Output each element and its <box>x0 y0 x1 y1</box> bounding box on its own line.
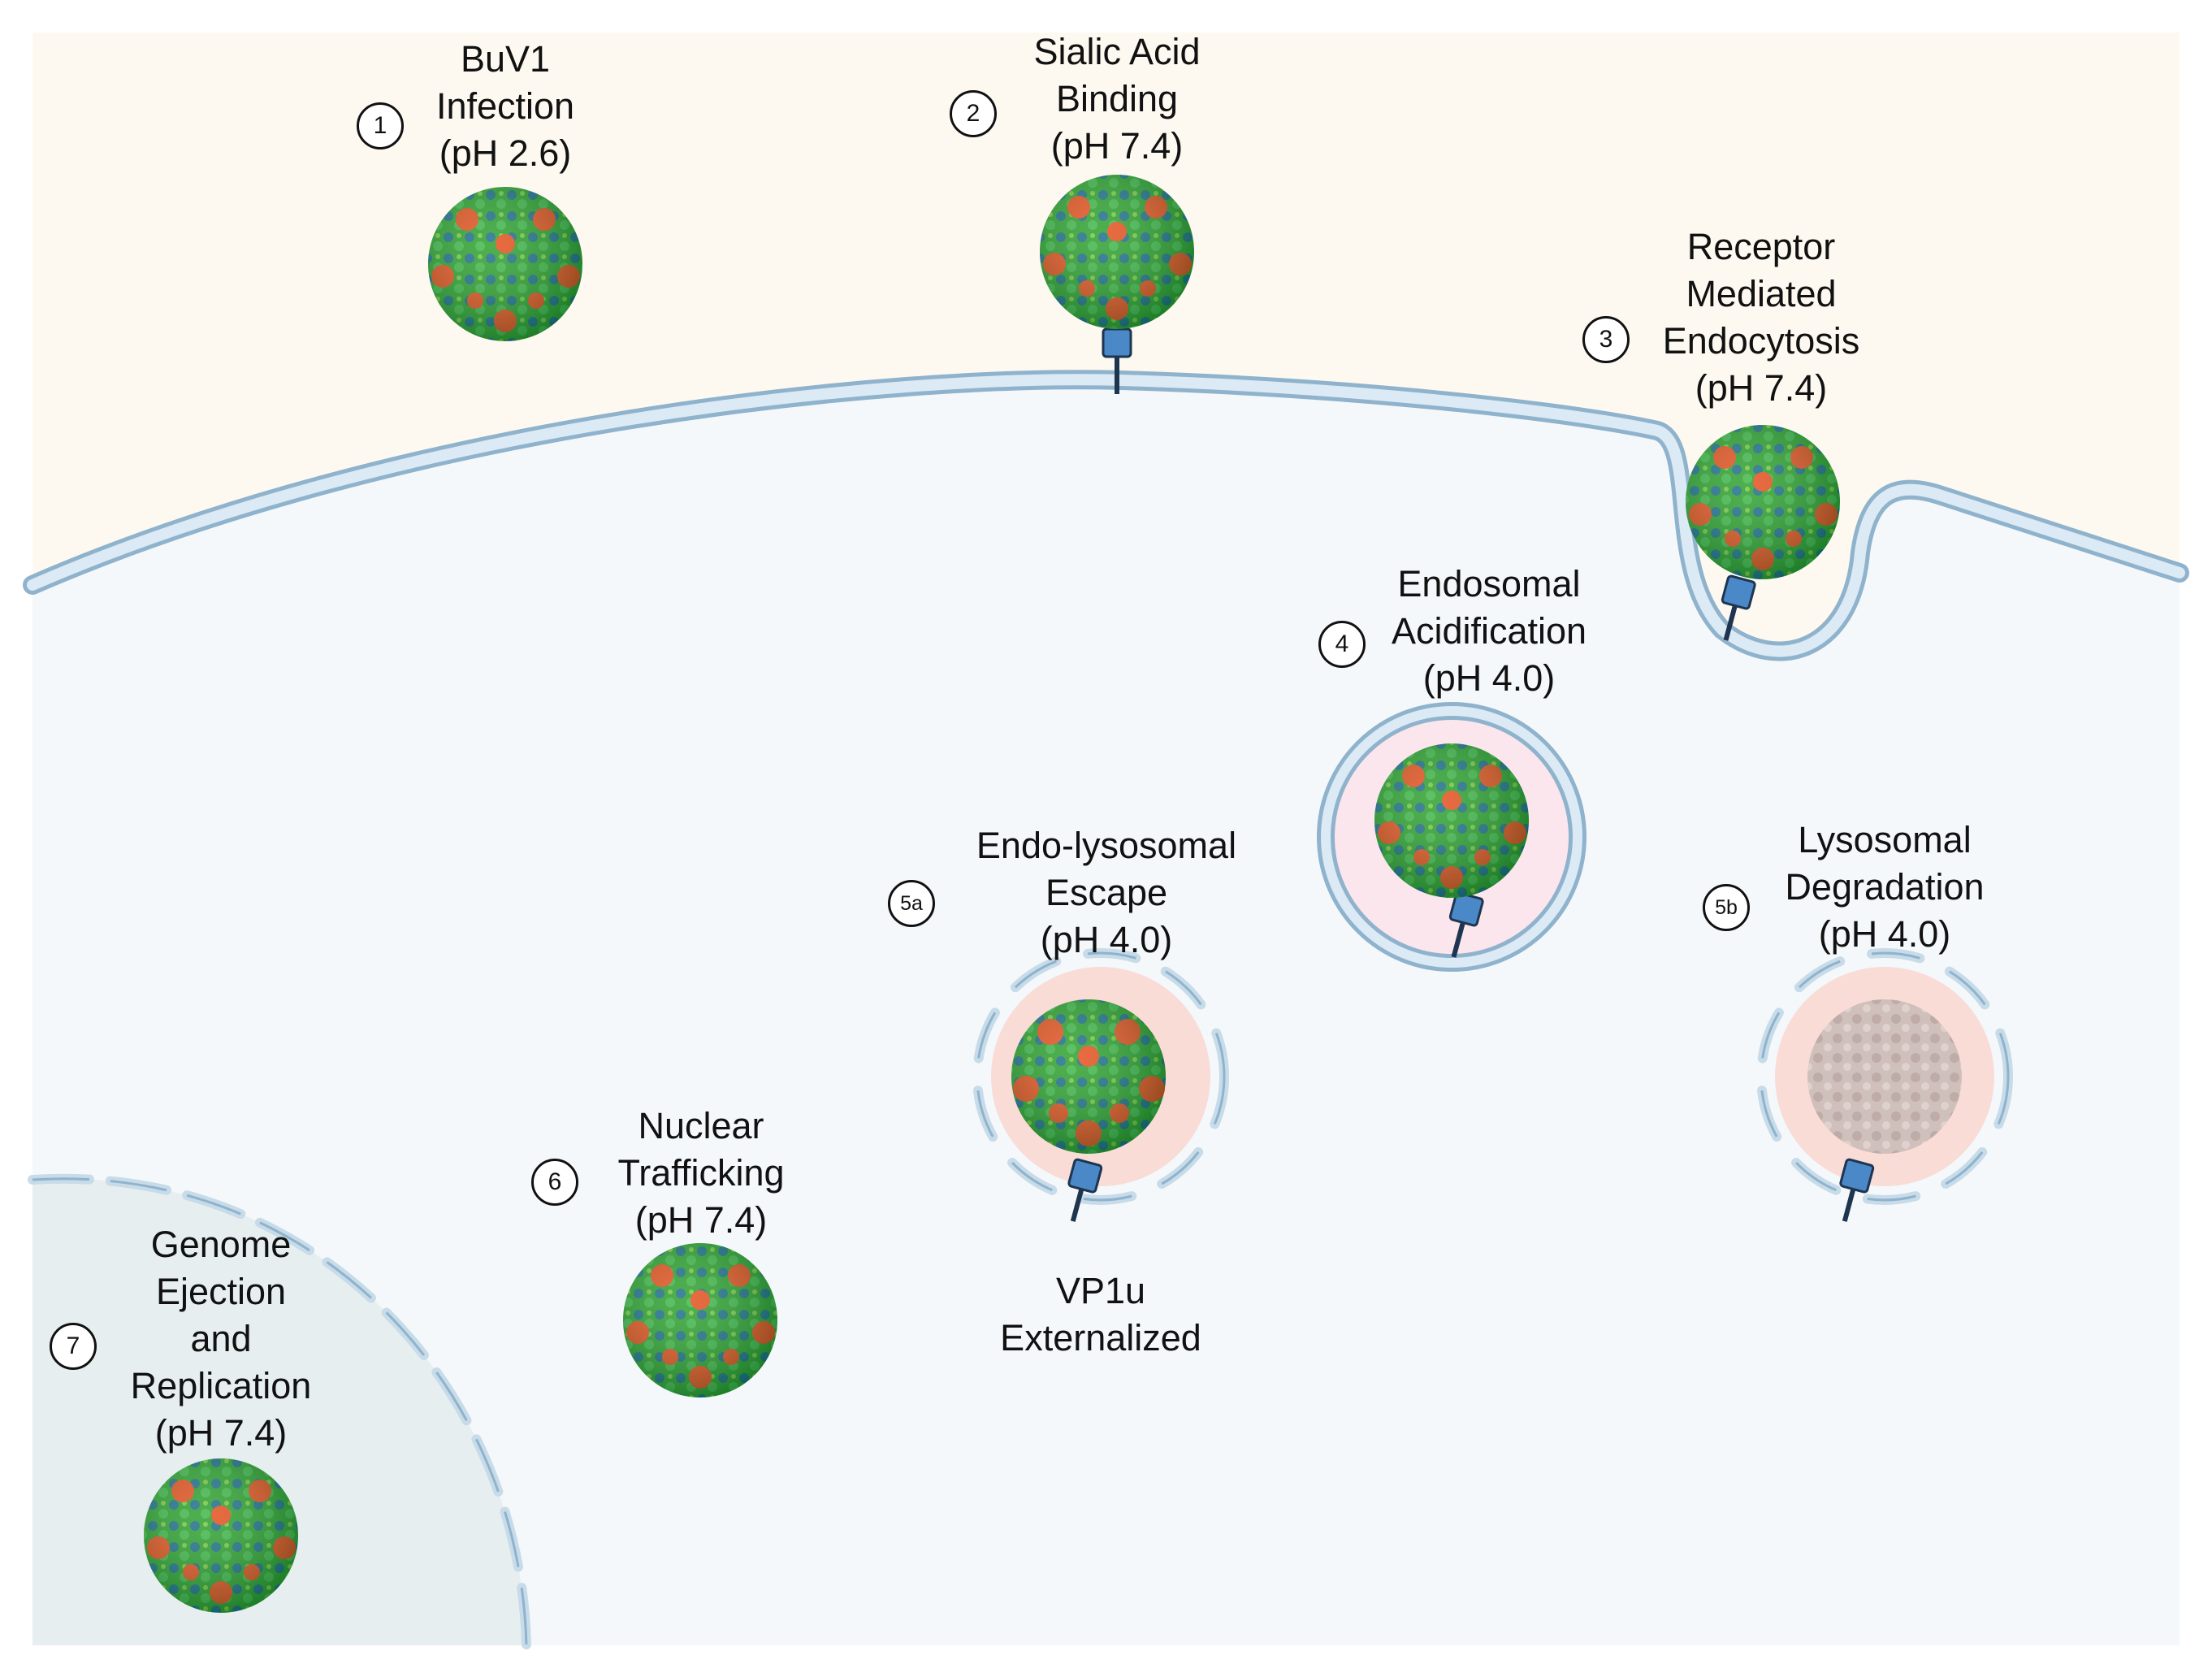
step5b-line-3: (pH 4.0) <box>1818 913 1951 955</box>
lysosome-broken-membrane-edge <box>1760 951 2010 1202</box>
receptor-step4 <box>1448 891 1484 958</box>
capsid-step2 <box>1040 175 1194 329</box>
capsid-step7 <box>144 1458 298 1613</box>
vp1u-line-2: Externalized <box>1000 1317 1201 1358</box>
step4-label: Endosomal Acidification (pH 4.0) <box>1392 561 1586 702</box>
step7-line-1: Genome <box>150 1224 292 1265</box>
step5a-line-2: Escape <box>1045 872 1168 913</box>
step1-label: BuV1 Infection (pH 2.6) <box>436 36 574 177</box>
step7-line-5: (pH 7.4) <box>154 1412 288 1454</box>
step1-number: 1 <box>357 102 404 150</box>
step5b-number: 5b <box>1703 884 1750 931</box>
step2-label: Sialic Acid Binding (pH 7.4) <box>1033 28 1200 170</box>
step2-line-2: Binding <box>1055 78 1179 119</box>
capsid-step4 <box>1374 743 1529 898</box>
step6-label: Nuclear Trafficking (pH 7.4) <box>617 1103 784 1244</box>
step4-line-3: (pH 4.0) <box>1422 657 1556 699</box>
receptor-step5b <box>1839 1158 1875 1222</box>
step1-line-3: (pH 2.6) <box>439 132 572 174</box>
step3-line-4: (pH 7.4) <box>1695 367 1828 409</box>
step5a-label: Endo-lysosomal Escape (pH 4.0) <box>976 822 1236 964</box>
capsid-step1 <box>428 187 582 341</box>
step6-line-2: Trafficking <box>617 1152 785 1194</box>
step7-label: Genome Ejection and Replication (pH 7.4) <box>131 1221 312 1457</box>
capsid-step3 <box>1686 425 1840 579</box>
step1-line-2: Infection <box>435 85 575 127</box>
step7-line-4: Replication <box>130 1365 312 1406</box>
receptor-step2 <box>1102 327 1132 394</box>
step1-line-1: BuV1 <box>460 38 551 80</box>
step3-number: 3 <box>1582 316 1630 363</box>
step4-line-1: Endosomal <box>1397 563 1581 604</box>
step3-line-3: Endocytosis <box>1662 320 1860 362</box>
receptor-step3 <box>1721 574 1756 641</box>
step7-line-2: Ejection <box>155 1271 287 1312</box>
step3-line-1: Receptor <box>1686 226 1836 267</box>
vp1u-line-1: VP1u <box>1055 1270 1146 1311</box>
step3-label: Receptor Mediated Endocytosis (pH 7.4) <box>1663 223 1860 412</box>
step6-line-1: Nuclear <box>638 1105 764 1146</box>
capsid-step5a <box>1011 999 1166 1154</box>
step5b-line-1: Lysosomal <box>1798 819 1972 860</box>
plasma-membrane-inner <box>27 374 2185 657</box>
step6-line-3: (pH 7.4) <box>634 1199 768 1241</box>
step6-number: 6 <box>531 1159 578 1206</box>
step4-line-2: Acidification <box>1391 610 1587 652</box>
step2-number: 2 <box>950 90 997 137</box>
step2-line-1: Sialic Acid <box>1033 31 1201 72</box>
step7-line-3: and <box>190 1318 252 1359</box>
step2-line-3: (pH 7.4) <box>1050 125 1184 167</box>
step5b-label: Lysosomal Degradation (pH 4.0) <box>1785 817 1984 958</box>
capsid-step5b-degraded <box>1807 999 1962 1154</box>
capsid-step6 <box>623 1243 777 1398</box>
receptor-step5a <box>1067 1158 1103 1222</box>
step5b-line-2: Degradation <box>1785 866 1985 908</box>
step7-number: 7 <box>50 1323 97 1370</box>
step4-number: 4 <box>1318 621 1366 668</box>
nuclear-envelope-edge <box>32 1177 528 1646</box>
step5a-number: 5a <box>888 880 935 927</box>
step5a-line-3: (pH 4.0) <box>1040 919 1173 960</box>
step3-line-2: Mediated <box>1686 273 1837 314</box>
step5a-line-1: Endo-lysosomal <box>976 825 1237 866</box>
endosome-membrane-inner <box>1321 706 1582 968</box>
endolysosome-broken-membrane-edge <box>976 951 1226 1202</box>
vp1u-externalized-label: VP1u Externalized <box>1000 1268 1201 1362</box>
